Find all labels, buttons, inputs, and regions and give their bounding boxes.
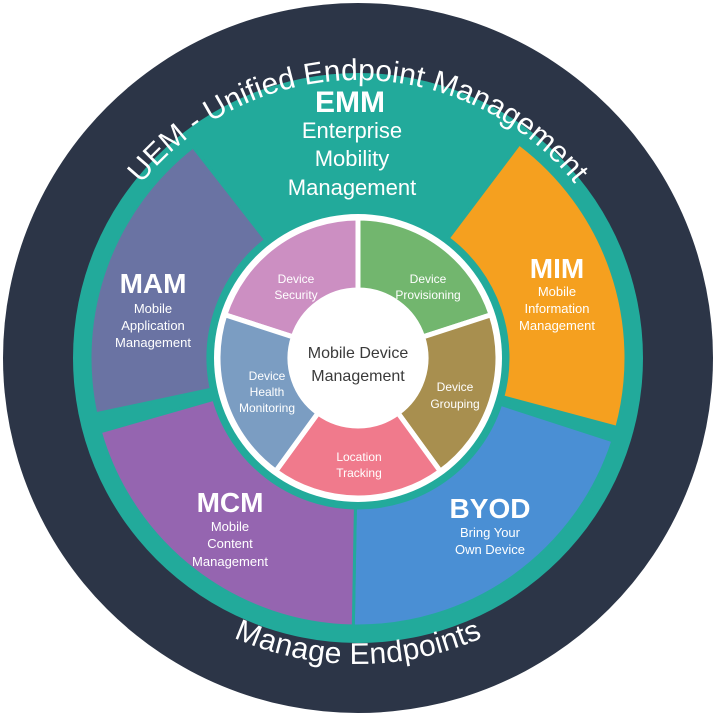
mim-segment <box>446 141 628 430</box>
byod-label: BYOD Bring Your Own Device <box>450 493 531 557</box>
outer-segments <box>88 141 628 628</box>
device-security-line1: Device <box>278 272 315 286</box>
mim-line1: Mobile <box>538 284 576 299</box>
device-security-line2: Security <box>274 288 317 302</box>
device-grouping-segment <box>394 311 501 475</box>
mam-line3: Management <box>115 335 191 350</box>
device-provisioning-line1: Device <box>410 272 447 286</box>
location-tracking-segment <box>272 409 444 501</box>
location-tracking-line2: Tracking <box>336 466 382 480</box>
mim-line3: Management <box>519 318 595 333</box>
emm-abbr: EMM <box>315 86 385 119</box>
byod-line1: Bring Your <box>460 525 521 540</box>
mam-label: MAM Mobile Application Management <box>115 268 191 350</box>
emm-label: EMM Enterprise Mobility Management <box>288 86 416 200</box>
location-tracking-label: Location Tracking <box>336 450 382 480</box>
device-health-line3: Monitoring <box>239 401 295 415</box>
byod-line2: Own Device <box>455 542 525 557</box>
device-health-monitoring-label: Device Health Monitoring <box>239 369 295 415</box>
center-circle <box>296 296 420 420</box>
device-health-line2: Health <box>250 385 285 399</box>
emm-line3: Management <box>288 175 416 200</box>
mcm-line2: Content <box>207 536 253 551</box>
mam-line1: Mobile <box>134 301 172 316</box>
emm-line1: Enterprise <box>302 118 402 143</box>
mcm-line3: Management <box>192 554 268 569</box>
mim-abbr: MIM <box>530 253 584 284</box>
mam-abbr: MAM <box>120 268 187 299</box>
byod-abbr: BYOD <box>450 493 531 524</box>
device-grouping-line2: Grouping <box>430 397 479 411</box>
device-provisioning-label: Device Provisioning <box>395 272 460 302</box>
mcm-line1: Mobile <box>211 519 249 534</box>
device-provisioning-segment <box>355 215 495 341</box>
location-tracking-line1: Location <box>336 450 381 464</box>
device-provisioning-line2: Provisioning <box>395 288 460 302</box>
device-health-line1: Device <box>249 369 286 383</box>
mam-line2: Application <box>121 318 185 333</box>
device-health-monitoring-segment <box>215 311 322 475</box>
mam-segment <box>88 144 268 416</box>
device-security-segment <box>221 215 361 341</box>
device-grouping-line1: Device <box>437 380 474 394</box>
mcm-segment <box>98 397 357 628</box>
emm-line2: Mobility <box>315 146 390 171</box>
mim-line2: Information <box>524 301 589 316</box>
byod-segment <box>351 402 615 628</box>
center-label-line2: Management <box>311 368 405 385</box>
mcm-label: MCM Mobile Content Management <box>192 487 268 569</box>
inner-segments <box>215 215 501 501</box>
mim-label: MIM Mobile Information Management <box>519 253 595 333</box>
center-label-line1: Mobile Device <box>308 345 409 362</box>
mcm-abbr: MCM <box>197 487 264 518</box>
device-grouping-label: Device Grouping <box>430 380 479 411</box>
device-security-label: Device Security <box>274 272 317 302</box>
